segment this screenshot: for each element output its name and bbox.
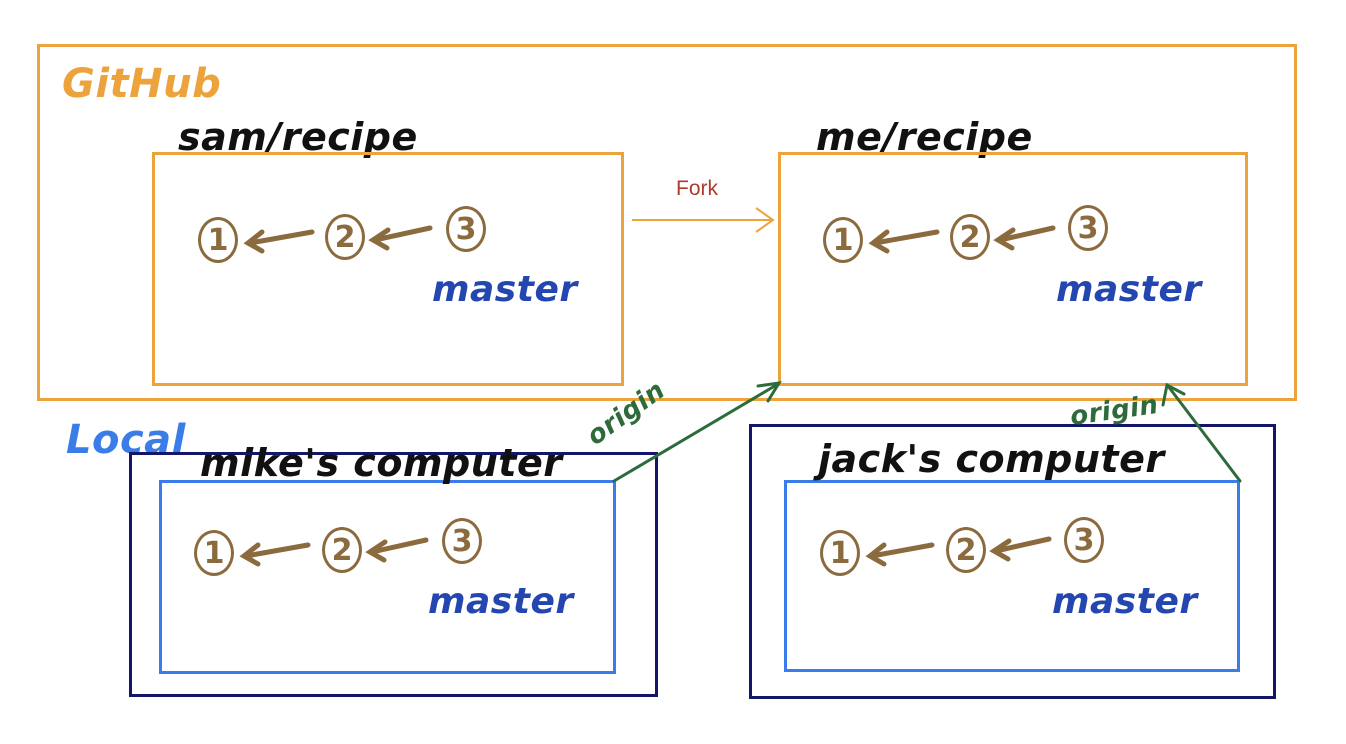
sam-arrowhead-3-to-2 (368, 227, 391, 251)
repo-sam-label: sam/recipe (178, 115, 418, 159)
fork-label: Fork (676, 177, 718, 200)
me-arrow-3-to-2 (997, 225, 1056, 243)
mike-commit-1: 1 (194, 530, 234, 576)
mike-computer-box (129, 452, 658, 697)
mike-arrow-2-to-1 (243, 542, 311, 559)
jack-branch-master: master (1052, 581, 1198, 622)
me-arrowhead-3-to-2 (993, 227, 1016, 251)
jack-origin-arrowhead (1161, 382, 1186, 407)
jack-commit-3: 3 (1064, 517, 1104, 563)
repo-sam-box (152, 152, 624, 386)
sam-branch-master: master (432, 269, 578, 310)
mike-computer-label: mike's computer (200, 441, 563, 485)
jack-repo-box (784, 480, 1240, 672)
sam-arrow-3-to-2 (372, 225, 433, 243)
mike-branch-master: master (428, 581, 574, 622)
jack-arrow-3-to-2 (993, 536, 1052, 554)
mike-commit-2: 2 (322, 527, 362, 573)
jack-arrow-2-to-1 (869, 542, 935, 559)
mike-repo-box (159, 480, 616, 674)
mike-arrowhead-3-to-2 (365, 539, 388, 563)
me-commit-3: 3 (1068, 205, 1108, 251)
me-arrowhead-2-to-1 (868, 229, 890, 254)
jack-arrowhead-2-to-1 (865, 542, 887, 567)
mike-arrowhead-2-to-1 (239, 542, 261, 567)
me-branch-master: master (1056, 269, 1202, 310)
jack-commit-1: 1 (820, 530, 860, 576)
sam-commit-3: 3 (446, 206, 486, 252)
jack-computer-box (749, 424, 1276, 699)
repo-me-label: me/recipe (816, 115, 1033, 159)
jack-computer-label: jack's computer (818, 437, 1165, 481)
fork-arrow (632, 207, 775, 233)
sam-arrowhead-2-to-1 (243, 229, 265, 254)
jack-commit-2: 2 (946, 527, 986, 573)
sam-arrow-2-to-1 (247, 229, 315, 246)
mike-origin-arrowhead (756, 381, 782, 403)
github-label: GitHub (62, 61, 222, 107)
sam-commit-2: 2 (325, 214, 365, 260)
me-arrow-2-to-1 (872, 229, 940, 246)
me-commit-2: 2 (950, 214, 990, 260)
mike-arrow-3-to-2 (369, 537, 429, 555)
sam-commit-1: 1 (198, 217, 238, 263)
repo-me-box (778, 152, 1248, 386)
jack-arrowhead-3-to-2 (989, 538, 1012, 562)
mike-commit-3: 3 (442, 518, 482, 564)
mike-origin-arrow (612, 382, 780, 483)
github-region (37, 44, 1297, 401)
me-commit-1: 1 (823, 217, 863, 263)
jack-origin-arrow (1166, 384, 1242, 483)
